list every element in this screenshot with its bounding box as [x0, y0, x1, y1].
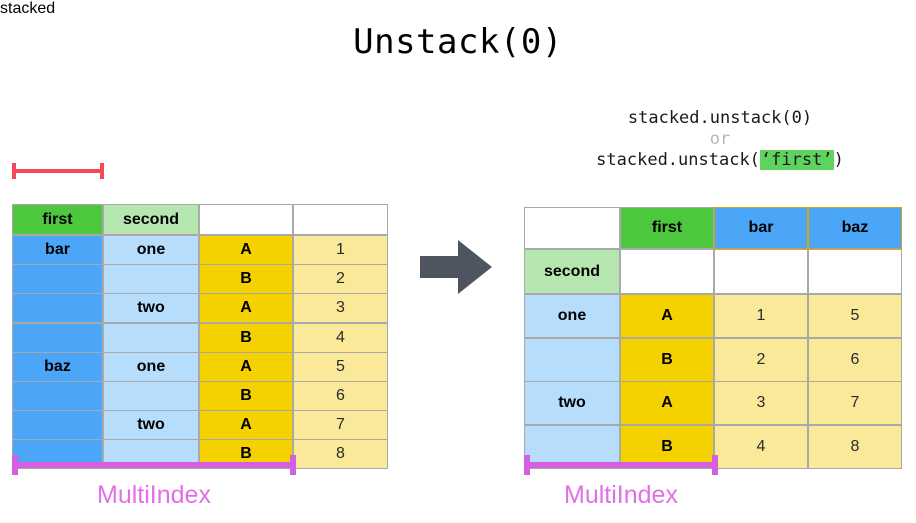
cell-r1-c0 — [524, 337, 620, 382]
cell-r0-c0: bar — [12, 235, 103, 265]
cell-r2-c3: 7 — [808, 381, 902, 426]
header-second: second — [524, 249, 620, 294]
cell-r0-c1: one — [103, 235, 199, 265]
cell-r0-c2: 1 — [714, 294, 808, 339]
bracket-bar — [524, 462, 718, 468]
cell-r1-c3: 2 — [293, 264, 388, 295]
cell-r3-c3: 8 — [808, 424, 902, 469]
cell-r1-c1: B — [620, 337, 714, 382]
cell-r1-c2: 2 — [714, 337, 808, 382]
header-first: first — [12, 204, 103, 235]
right-table-caption: stacked.unstack(0) or stacked.unstack(‘f… — [524, 108, 916, 171]
code-suffix: ) — [833, 150, 844, 170]
header-second: second — [103, 204, 199, 235]
bracket-cap-right — [712, 455, 718, 475]
cell-r6-c0 — [12, 410, 103, 441]
cell-r5-c2: B — [199, 381, 293, 411]
cell-r3-c3: 4 — [293, 322, 388, 353]
cell-r3-c2: 4 — [714, 424, 808, 469]
cell-r2-c3: 3 — [293, 293, 388, 324]
cell-r0-c3: 5 — [808, 294, 902, 339]
cell-r2-c0 — [12, 293, 103, 324]
left-table-caption: stacked — [0, 0, 56, 17]
cell-r6-c2: A — [199, 410, 293, 441]
right-multiindex-label: MultiIndex — [564, 481, 678, 509]
cell-r5-c1 — [103, 381, 199, 411]
code-line-1: stacked.unstack(0) — [627, 108, 813, 128]
code-prefix: stacked.unstack( — [596, 150, 760, 170]
cell-r5-c0 — [12, 381, 103, 411]
cell-r4-c0: baz — [12, 351, 103, 382]
page-title: Unstack(0) — [353, 22, 563, 62]
cell-r3-c0 — [524, 424, 620, 469]
right-arrow-icon — [420, 240, 492, 294]
cell-r6-c3: 7 — [293, 410, 388, 441]
cell-r2-c2: A — [199, 293, 293, 324]
cell-r3-c2: B — [199, 322, 293, 353]
left-multiindex-bracket — [12, 455, 296, 475]
header-first: first — [620, 207, 714, 249]
cell-r4-c3: 5 — [293, 351, 388, 382]
cell-r2-c1: A — [620, 381, 714, 426]
code-highlight-first: ‘first’ — [759, 150, 834, 170]
bracket-cap-right — [100, 163, 104, 179]
header-blank-b — [714, 249, 808, 294]
cell-r1-c2: B — [199, 264, 293, 295]
cell-r0-c1: A — [620, 294, 714, 339]
cell-r2-c1: two — [103, 293, 199, 324]
cell-r3-c0 — [12, 322, 103, 353]
cell-r0-c0: one — [524, 294, 620, 339]
cell-r1-c3: 6 — [808, 337, 902, 382]
right-multiindex-bracket — [524, 455, 718, 475]
left-multiindex-label: MultiIndex — [97, 481, 211, 509]
cell-r1-c1 — [103, 264, 199, 295]
bracket-cap-right — [290, 455, 296, 475]
header-baz: baz — [808, 207, 902, 249]
cell-r4-c1: one — [103, 351, 199, 382]
header-blank-c — [808, 249, 902, 294]
header-blank-1 — [199, 204, 293, 235]
cell-r6-c1: two — [103, 410, 199, 441]
bracket-bar — [12, 462, 296, 468]
cell-r2-c0: two — [524, 381, 620, 426]
code-line-3: stacked.unstack(‘first’) — [524, 150, 916, 171]
header-blank-a — [620, 249, 714, 294]
cell-r2-c2: 3 — [714, 381, 808, 426]
cell-r1-c0 — [12, 264, 103, 295]
cell-r5-c3: 6 — [293, 381, 388, 411]
code-or-label: or — [709, 129, 731, 149]
cell-r7-c3: 8 — [293, 439, 388, 470]
cell-r0-c2: A — [199, 235, 293, 265]
cell-r0-c3: 1 — [293, 235, 388, 265]
header-blank-2 — [293, 204, 388, 235]
bracket-bar — [12, 169, 104, 173]
header-corner-blank — [524, 207, 620, 249]
cell-r3-c1: B — [620, 424, 714, 469]
header-bar: bar — [714, 207, 808, 249]
cell-r3-c1 — [103, 322, 199, 353]
first-level-bracket — [12, 163, 104, 179]
cell-r4-c2: A — [199, 351, 293, 382]
